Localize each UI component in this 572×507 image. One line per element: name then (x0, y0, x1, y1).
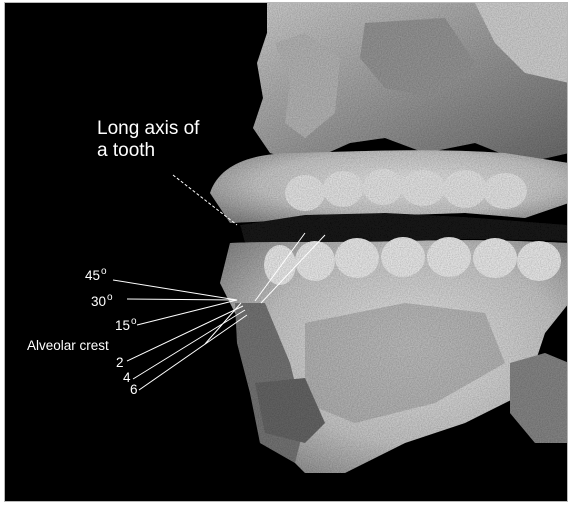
angle-45-label: 45o (85, 269, 107, 283)
depth-2-label: 2 (116, 356, 124, 370)
angle-45-value: 45 (85, 268, 100, 283)
degree-symbol: o (101, 266, 107, 277)
angle-15-label: 15o (115, 319, 137, 333)
depth-6-label: 6 (130, 383, 138, 397)
degree-symbol: o (107, 292, 113, 303)
long-axis-label-line1: Long axis of (97, 119, 199, 138)
ct-skull-render (5, 3, 568, 502)
angle-15-value: 15 (115, 318, 130, 333)
long-axis-label-line2: a tooth (97, 141, 155, 160)
alveolar-crest-label: Alveolar crest (27, 339, 109, 353)
angle-30-value: 30 (91, 294, 106, 309)
degree-symbol: o (131, 316, 137, 327)
ct-scan-figure: Long axis of a tooth 45o 30o 15o Alveola… (4, 2, 568, 502)
angle-30-label: 30o (91, 295, 113, 309)
